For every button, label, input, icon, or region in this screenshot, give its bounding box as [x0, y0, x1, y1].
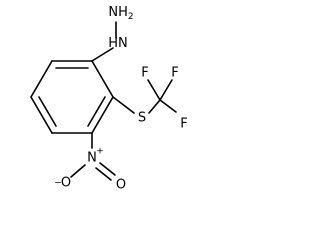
sulfur-label: S [138, 111, 146, 126]
ring-bond-c3-c4 [30, 96, 53, 134]
benzene-ring [30, 60, 114, 134]
nitro-o-minus-charge: − [54, 179, 62, 189]
nitro-o-double-label: O [116, 178, 126, 193]
nitro-n-label: N [87, 151, 97, 166]
bond-cf3-to-f-top-right [159, 79, 173, 101]
nitro-n-charge: + [96, 147, 104, 157]
hydrazine-nh-label: HN [108, 36, 128, 51]
bond-nitro-n-to-o-double-b [95, 167, 112, 181]
ring-double-bond-c5-c6 [87, 96, 106, 127]
bond-cf3-to-f-right [159, 99, 177, 113]
ring-double-bond-c3-c4 [38, 96, 57, 127]
fluorine-top-right-label: F [171, 66, 178, 81]
hydrazine-nh2-label: NH2 [108, 5, 133, 22]
ring-bond-c2-c3 [30, 60, 53, 98]
molecule-structure: HN NH2 S F F F N + O − O [30, 5, 188, 193]
fluorine-right-label: F [180, 117, 187, 132]
bond-ring-to-hn [91, 47, 114, 62]
bond-nitro-n-to-o-double-a [99, 162, 116, 176]
bond-s-to-cf3 [148, 99, 161, 114]
fluorine-top-left-label: F [141, 66, 148, 81]
ring-bond-c6-c1 [91, 60, 114, 98]
bond-ring-to-s [112, 96, 135, 114]
ring-bond-c5-c6 [91, 96, 114, 134]
nitro-o-minus-label: O [61, 176, 71, 191]
bond-nitro-n-to-o-minus [70, 164, 86, 178]
bond-cf3-to-f-top-left [147, 79, 161, 101]
